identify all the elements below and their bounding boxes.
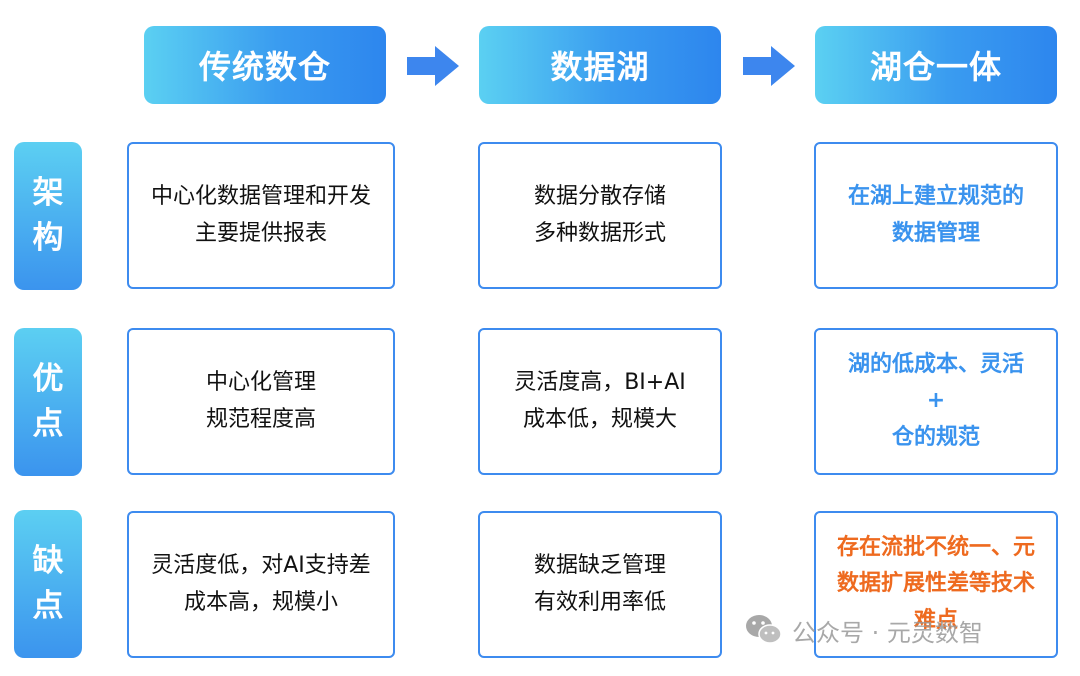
row-label-advantages: 优 点 — [14, 328, 82, 476]
row-label-char: 优 — [32, 361, 64, 398]
cell-line: 数据缺乏管理 — [533, 553, 666, 579]
cell-line: 灵活度高，BI+AI — [514, 370, 686, 396]
cell-line: 难点 — [913, 607, 958, 633]
cell-line: 主要提供报表 — [194, 220, 327, 246]
cell-line: 在湖上建立规范的 — [847, 184, 1024, 210]
cell-line: 中心化数据管理和开发 — [150, 184, 371, 210]
right-arrow-icon — [407, 46, 459, 86]
row-label-architecture: 架 构 — [14, 142, 82, 290]
cell-advantages-lake: 灵活度高，BI+AI 成本低，规模大 — [478, 328, 722, 475]
header-traditional-warehouse: 传统数仓 — [144, 26, 386, 104]
cell-line: 湖的低成本、灵活 — [847, 352, 1024, 378]
cell-architecture-lakehouse: 在湖上建立规范的 数据管理 — [814, 142, 1058, 289]
cell-architecture-lake: 数据分散存储 多种数据形式 — [478, 142, 722, 289]
cell-line: 中心化管理 — [205, 370, 316, 396]
row-label-char: 缺 — [32, 543, 64, 580]
cell-line: 仓的规范 — [891, 424, 980, 450]
header-data-lake: 数据湖 — [479, 26, 721, 104]
cell-line: + — [926, 388, 946, 414]
row-label-char: 点 — [32, 588, 64, 624]
cell-disadvantages-lake: 数据缺乏管理 有效利用率低 — [478, 511, 722, 658]
cell-line: 存在流批不统一、元 — [836, 535, 1035, 561]
right-arrow-icon — [743, 46, 795, 86]
cell-advantages-lakehouse: 湖的低成本、灵活 + 仓的规范 — [814, 328, 1058, 475]
cell-line: 数据扩展性差等技术 — [836, 571, 1035, 597]
row-label-char: 点 — [32, 406, 64, 442]
cell-line: 数据分散存储 — [533, 184, 666, 210]
header-lakehouse: 湖仓一体 — [815, 26, 1057, 104]
watermark: 公众号 · 元灵数智 — [744, 612, 983, 648]
cell-line: 灵活度低，对AI支持差 — [151, 553, 371, 579]
cell-line: 数据管理 — [891, 220, 980, 246]
cell-disadvantages-lakehouse: 存在流批不统一、元 数据扩展性差等技术 难点 — [814, 511, 1058, 658]
row-label-char: 构 — [32, 220, 64, 256]
cell-advantages-traditional: 中心化管理 规范程度高 — [127, 328, 395, 475]
cell-line: 规范程度高 — [205, 406, 316, 432]
cell-line: 多种数据形式 — [533, 220, 666, 246]
cell-architecture-traditional: 中心化数据管理和开发 主要提供报表 — [127, 142, 395, 289]
wechat-icon — [746, 615, 782, 644]
cell-disadvantages-traditional: 灵活度低，对AI支持差 成本高，规模小 — [127, 511, 395, 658]
cell-line: 有效利用率低 — [533, 589, 666, 615]
cell-line: 成本低，规模大 — [522, 406, 677, 432]
row-label-disadvantages: 缺 点 — [14, 510, 82, 658]
watermark-text: 公众号 · 元灵数智 — [792, 618, 983, 647]
cell-line: 成本高，规模小 — [183, 589, 338, 615]
row-label-char: 架 — [32, 175, 64, 212]
